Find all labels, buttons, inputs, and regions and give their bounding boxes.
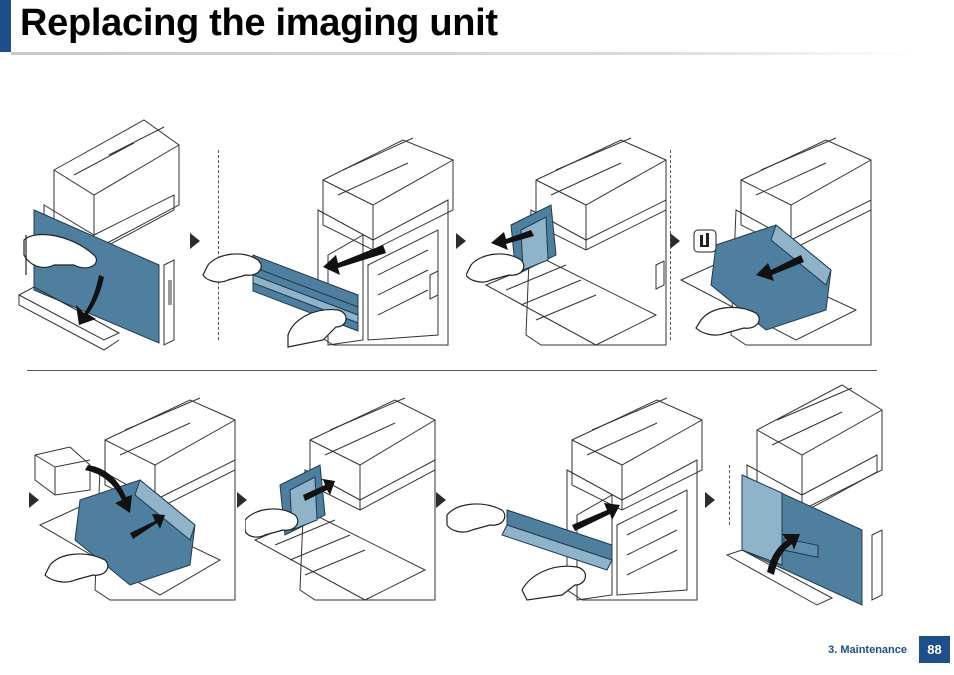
page-number-badge: 88 xyxy=(919,636,950,663)
step8-close-front-cover-illustration xyxy=(722,380,887,615)
step-arrow-2 xyxy=(456,233,466,249)
step5-insert-imaging-unit-illustration xyxy=(30,395,240,605)
title-underline xyxy=(11,52,916,55)
step3-remove-waste-toner-illustration xyxy=(466,135,676,350)
step1-open-front-cover-illustration xyxy=(14,115,194,355)
row-divider xyxy=(27,370,877,371)
step-arrow-7 xyxy=(705,492,715,508)
step6-reinsert-waste-toner-illustration xyxy=(245,395,440,605)
page-title: Replacing the imaging unit xyxy=(20,2,498,45)
title-accent-bar xyxy=(0,0,11,52)
step7-reinsert-toner-illustration xyxy=(442,395,707,605)
footer-section-label: 3. Maintenance xyxy=(828,644,907,656)
step4-pull-imaging-unit-illustration xyxy=(676,135,876,350)
step-arrow-4 xyxy=(29,492,39,508)
dashed-separator-2 xyxy=(670,150,671,340)
step2-remove-toner-illustration xyxy=(198,135,456,350)
